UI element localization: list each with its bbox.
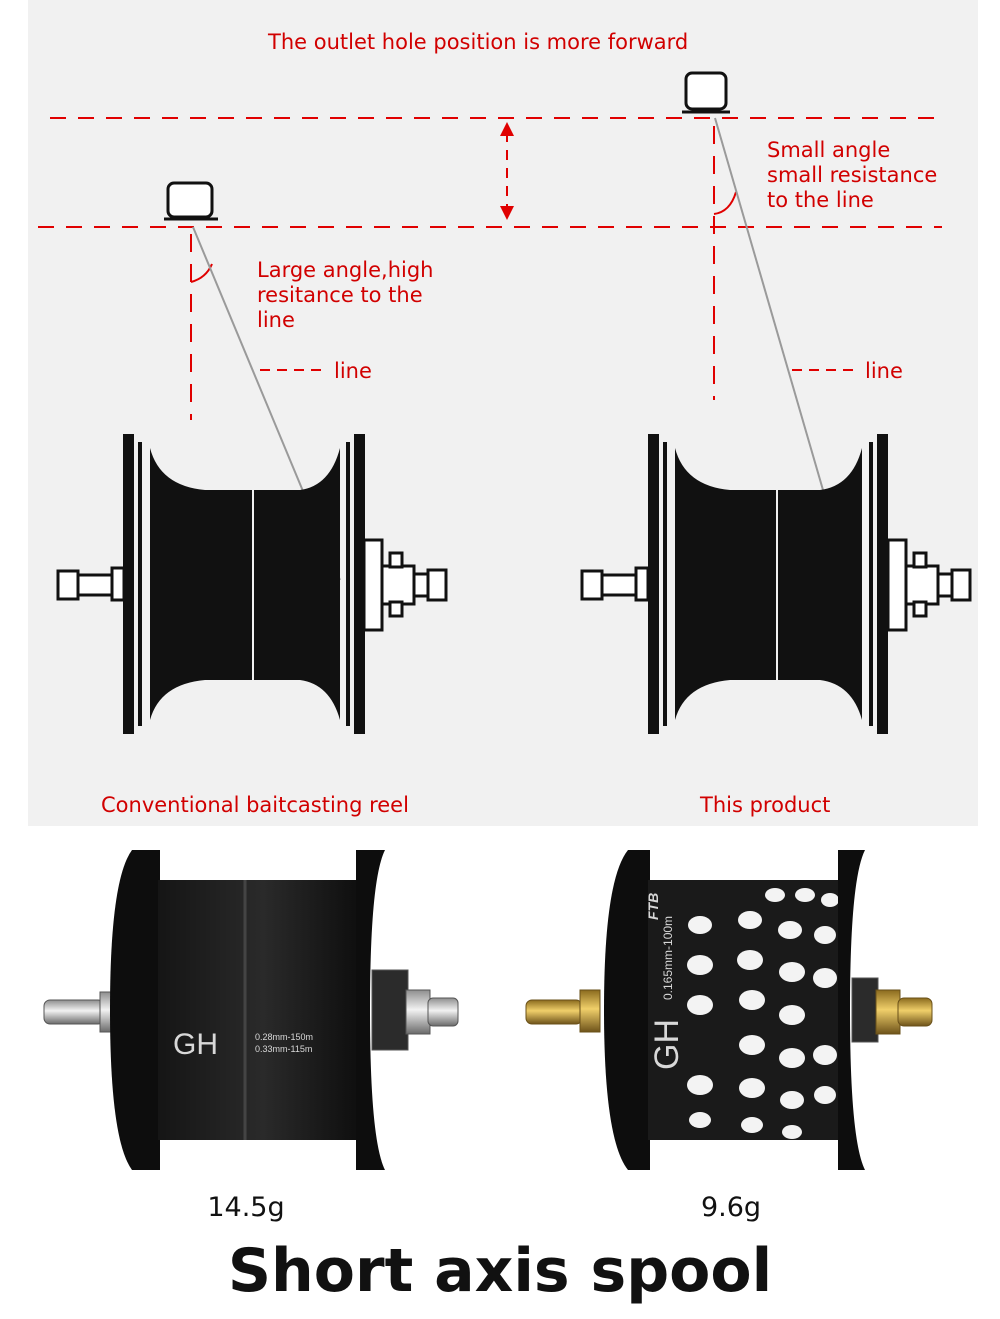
line-guide-icon: [684, 71, 728, 111]
spool-port-holes: [687, 888, 839, 1139]
product-spool-spec: 0.165mm-100m: [661, 916, 675, 1000]
product-spool-brand: FTB: [645, 893, 661, 920]
line-guide-icon: [166, 181, 214, 219]
product-spool-photo: GH 0.165mm-100m FTB: [525, 850, 933, 1170]
product-line-label: line: [865, 359, 903, 383]
page-title: Short axis spool: [227, 1236, 773, 1306]
conventional-caption: Conventional baitcasting reel: [101, 793, 409, 817]
offset-arrow: [500, 122, 514, 220]
spool-comparison-diagram: [38, 71, 972, 734]
conventional-spool-spec-2: 0.33mm-115m: [255, 1044, 312, 1054]
product-caption: This product: [700, 793, 831, 817]
conventional-spool-model: GH: [173, 1028, 218, 1061]
conventional-line-label: line: [334, 359, 372, 383]
product-angle-note: Small angle small resistance to the line: [767, 138, 938, 212]
conventional-spool-spec-1: 0.28mm-150m: [255, 1032, 313, 1042]
diagram-headline: The outlet hole position is more forward: [268, 30, 689, 54]
conventional-spool-photo: GH 0.28mm-150m 0.33mm-115m: [43, 850, 459, 1170]
conventional-angle-note: Large angle,high resitance to the line: [257, 258, 434, 332]
product-spool-weight: 9.6g: [700, 1192, 762, 1223]
product-spool-drawing: [580, 434, 972, 734]
conventional-spool-drawing: [56, 434, 448, 734]
conventional-spool-weight: 14.5g: [207, 1192, 285, 1223]
comparison-panel: [28, 0, 978, 826]
product-spool-model: GH: [648, 1019, 686, 1070]
